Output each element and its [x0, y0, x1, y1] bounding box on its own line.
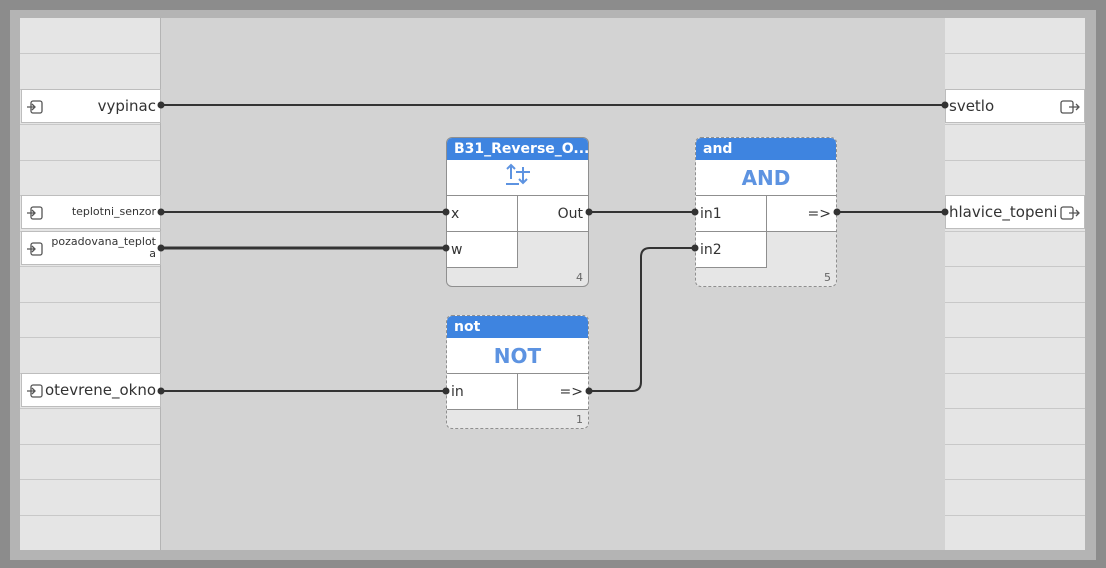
block-symbol: AND — [696, 160, 836, 196]
block-input-in1[interactable]: in1 — [696, 196, 767, 232]
row-separator — [945, 444, 1085, 445]
block-output-out[interactable]: Out — [518, 196, 588, 232]
row-separator — [20, 266, 160, 267]
output-port-icon — [1060, 99, 1080, 118]
block-title: not — [447, 316, 588, 338]
output-port-svetlo[interactable]: svetlo — [945, 89, 1085, 123]
row-separator — [20, 444, 160, 445]
row-separator — [945, 231, 1085, 232]
block-and[interactable]: and AND in1 => in2 5 — [695, 137, 837, 287]
block-input-in[interactable]: in — [447, 374, 518, 410]
output-port-label: svetlo — [949, 97, 995, 115]
block-symbol — [447, 160, 588, 196]
reverse-action-icon — [505, 163, 531, 192]
input-port-label: pozadovana_teplot a — [51, 232, 156, 264]
block-title: and — [696, 138, 836, 160]
row-separator — [945, 160, 1085, 161]
input-port-icon — [27, 99, 43, 118]
row-separator — [945, 124, 1085, 125]
row-separator — [20, 53, 160, 54]
output-port-hlavice-topeni[interactable]: hlavice_topeni — [945, 195, 1085, 229]
row-separator — [20, 302, 160, 303]
block-order-number: 4 — [576, 271, 583, 284]
input-port-pozadovana-teplota[interactable]: pozadovana_teplot a — [21, 231, 161, 265]
row-separator — [20, 160, 160, 161]
block-order-number: 5 — [824, 271, 831, 284]
row-separator — [945, 53, 1085, 54]
input-port-label-line1: pozadovana_teplot — [51, 235, 156, 248]
input-port-icon — [27, 241, 43, 260]
row-separator — [20, 124, 160, 125]
row-separator — [20, 337, 160, 338]
block-output[interactable]: => — [518, 374, 588, 410]
input-port-otevrene-okno[interactable]: otevrene_okno — [21, 373, 161, 407]
block-order-number: 1 — [576, 413, 583, 426]
row-separator — [945, 337, 1085, 338]
row-separator — [945, 302, 1085, 303]
row-separator — [945, 408, 1085, 409]
output-port-icon — [1060, 205, 1080, 224]
block-symbol: NOT — [447, 338, 588, 374]
input-port-label: teplotni_senzor — [71, 205, 156, 218]
block-title: B31_Reverse_O... — [447, 138, 588, 160]
input-port-teplotni-senzor[interactable]: teplotni_senzor — [21, 195, 161, 229]
block-output[interactable]: => — [767, 196, 836, 232]
block-input-in2[interactable]: in2 — [696, 232, 767, 268]
input-port-vypinac[interactable]: vypinac — [21, 89, 161, 123]
row-separator — [945, 515, 1085, 516]
block-input-w[interactable]: w — [447, 232, 518, 268]
input-port-icon — [27, 205, 43, 224]
row-separator — [20, 408, 160, 409]
input-port-label: vypinac — [97, 97, 156, 115]
output-port-label: hlavice_topeni — [949, 203, 1058, 221]
row-separator — [945, 479, 1085, 480]
block-reverse[interactable]: B31_Reverse_O... x Out w 4 — [446, 137, 589, 287]
block-input-x[interactable]: x — [447, 196, 518, 232]
row-separator — [20, 479, 160, 480]
row-separator — [20, 515, 160, 516]
input-port-icon — [27, 383, 43, 402]
block-not[interactable]: not NOT in => 1 — [446, 315, 589, 429]
row-separator — [945, 373, 1085, 374]
input-port-label: otevrene_okno — [44, 381, 156, 399]
row-separator — [945, 266, 1085, 267]
input-port-label-line2: a — [149, 247, 156, 260]
